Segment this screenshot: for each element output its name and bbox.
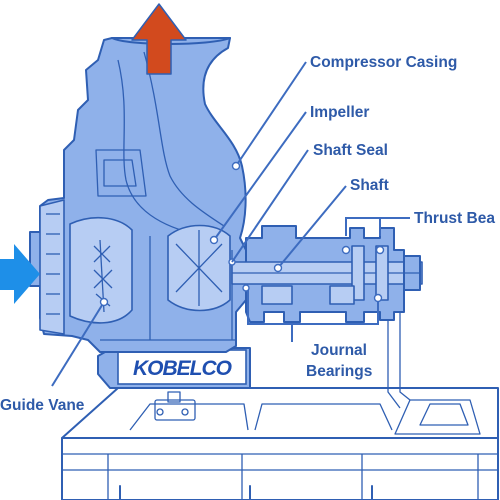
arrow-right-icon xyxy=(0,244,40,304)
logo-plate: KOBELCO xyxy=(97,347,251,389)
labels: Compressor Casing Impeller Shaft Seal Sh… xyxy=(0,54,495,414)
leader-lines xyxy=(51,61,410,387)
label-guide-vane: Guide Vane xyxy=(0,397,85,414)
label-journal-bearings-line1: Journal xyxy=(311,342,367,359)
label-compressor-casing: Compressor Casing xyxy=(310,54,457,71)
label-thrust-bearing: Thrust Bea xyxy=(414,210,495,227)
label-impeller: Impeller xyxy=(310,104,369,121)
arrow-up-icon xyxy=(131,3,187,75)
label-journal-bearings-line2: Bearings xyxy=(306,363,372,380)
base-skid xyxy=(61,300,499,500)
label-shaft-seal: Shaft Seal xyxy=(313,142,388,159)
label-shaft: Shaft xyxy=(350,177,389,194)
shaft-assembly xyxy=(228,225,423,323)
kobelco-logo: KOBELCO xyxy=(133,357,232,380)
compressor-casing xyxy=(29,37,247,353)
